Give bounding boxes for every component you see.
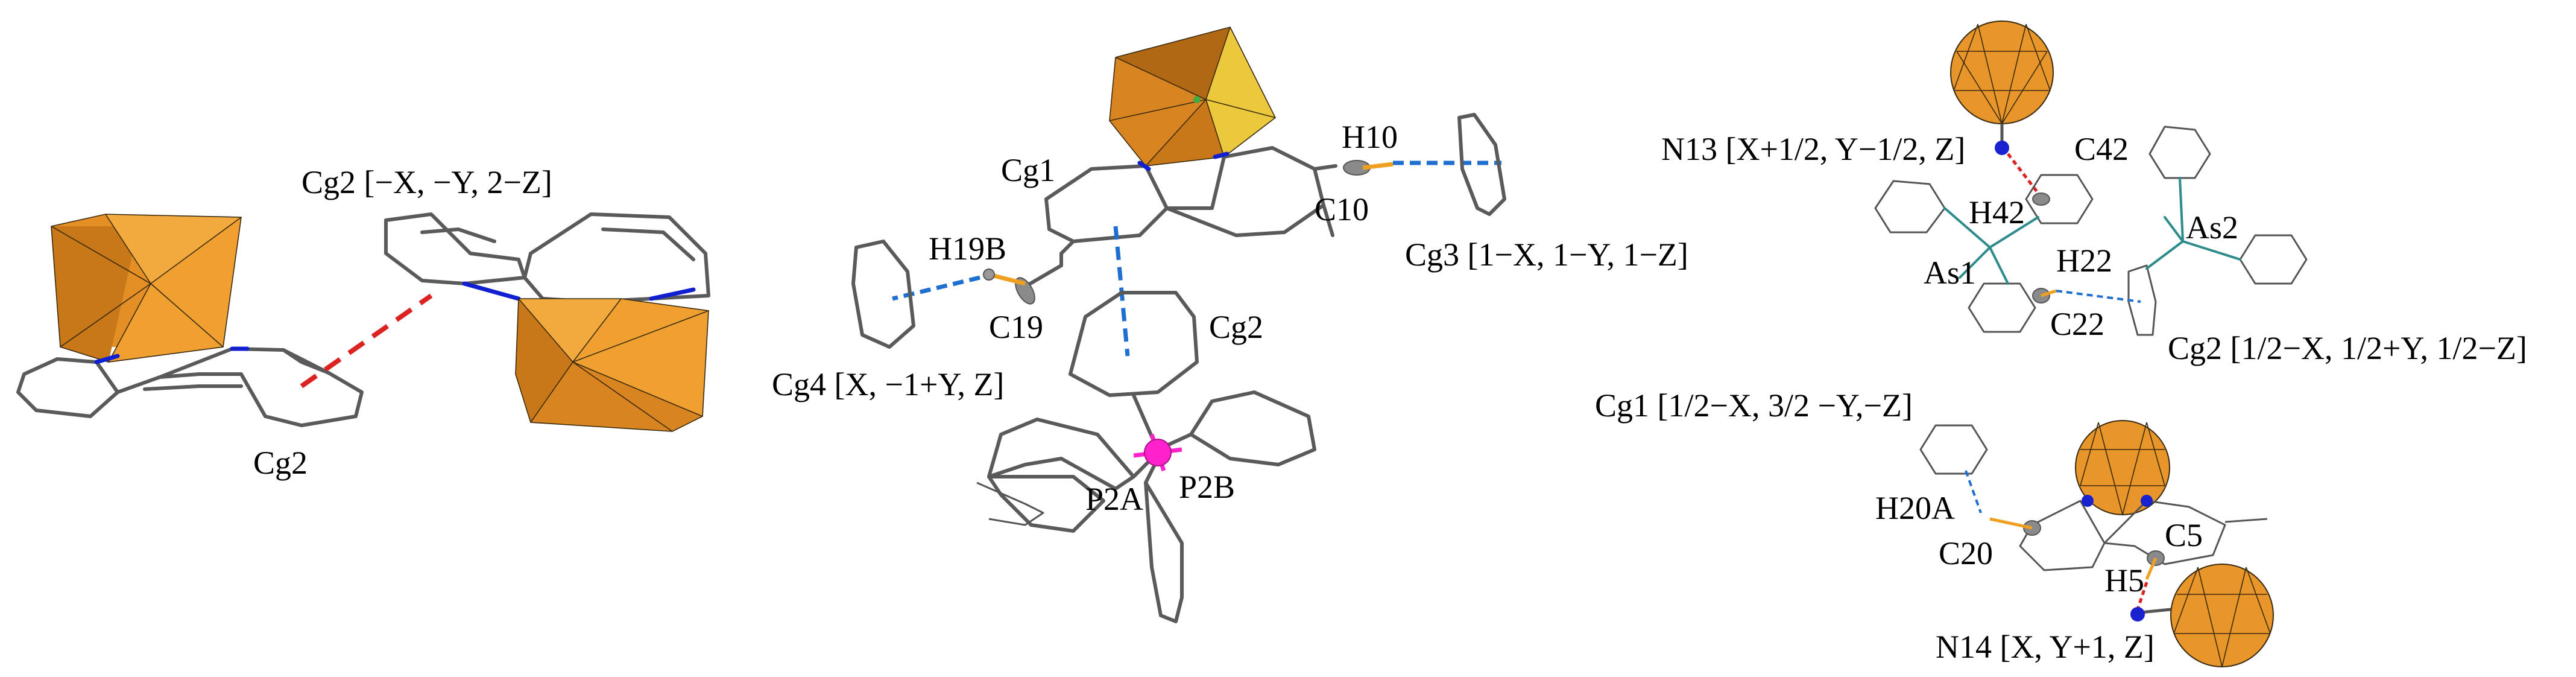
label-c19: C19 [989, 309, 1043, 345]
tetraphenylarsonium-pair [1874, 126, 2308, 336]
tetraphenylphosphonium [976, 390, 1316, 623]
h20a-cg1-contact [1965, 470, 1982, 513]
octahedron-left [51, 214, 242, 363]
label-h20a: H20A [1875, 490, 1955, 526]
label-cg2-right: Cg2 [1/2−X, 1/2+Y, 1/2−Z] [2168, 330, 2527, 366]
label-p2a: P2A [1085, 481, 1143, 517]
bipyridine-middle [1044, 146, 1337, 267]
panel-right-bottom-contacts: Cg1 [1/2−X, 3/2 −Y,−Z] H20A C20 C5 H5 N1… [1595, 387, 2274, 667]
bipyridine-left [16, 346, 364, 427]
bipyridine-right-bottom [1989, 495, 2268, 580]
label-h22: H22 [2056, 243, 2112, 279]
ring-cg4 [851, 240, 915, 349]
label-c20: C20 [1939, 535, 1993, 571]
h5-n14-contact [2136, 582, 2148, 610]
label-cg3: Cg3 [1−X, 1−Y, 1−Z] [1405, 237, 1688, 273]
label-cg4: Cg4 [X, −1+Y, Z] [772, 366, 1004, 402]
label-cg2-middle: Cg2 [1209, 309, 1263, 345]
c10-h10-group [1343, 160, 1501, 176]
label-h5: H5 [2104, 562, 2144, 599]
cluster-top [1950, 21, 2054, 155]
polyhedron-middle [1109, 27, 1277, 167]
c19-h19b-group [892, 264, 1063, 305]
bipyridine-right [384, 212, 710, 304]
label-n13: N13 [X+1/2, Y−1/2, Z] [1661, 131, 1965, 167]
label-cg1: Cg1 [1001, 152, 1055, 188]
cluster-middle-right [2075, 420, 2170, 515]
label-n14: N14 [X, Y+1, Z] [1936, 629, 2155, 665]
octahedron-right [515, 298, 709, 432]
panel-right-top-contacts: N13 [X+1/2, Y−1/2, Z] C42 H42 As1 H22 C2… [1661, 21, 2527, 366]
label-c42: C42 [2074, 131, 2129, 167]
symmetry-label-cg2: Cg2 [−X, −Y, 2−Z] [301, 164, 552, 200]
label-as1: As1 [1924, 255, 1976, 291]
panel-left-pi-stacking: Cg2 [−X, −Y, 2−Z] Cg2 [16, 164, 710, 481]
label-c22: C22 [2050, 306, 2104, 342]
label-h42: H42 [1969, 194, 2025, 230]
pi-stacking-contact [300, 293, 433, 389]
ring-cg3 [1457, 113, 1506, 216]
label-c10: C10 [1315, 191, 1369, 227]
label-c5: C5 [2165, 517, 2203, 553]
ring-cg2 [1069, 291, 1199, 397]
label-as2: As2 [2186, 209, 2238, 246]
centroid-label-cg2: Cg2 [253, 445, 308, 481]
label-h10: H10 [1342, 119, 1398, 155]
label-h19b: H19B [929, 230, 1006, 267]
label-p2b: P2B [1179, 469, 1235, 505]
cluster-bottom-right [2130, 564, 2274, 667]
panel-middle-contacts: Cg1 H19B C19 Cg4 [X, −1+Y, Z] H10 C10 Cg… [772, 27, 1688, 623]
label-cg1-right: Cg1 [1/2−X, 3/2 −Y,−Z] [1595, 387, 1913, 424]
ring-cg1-right [1919, 424, 1988, 475]
